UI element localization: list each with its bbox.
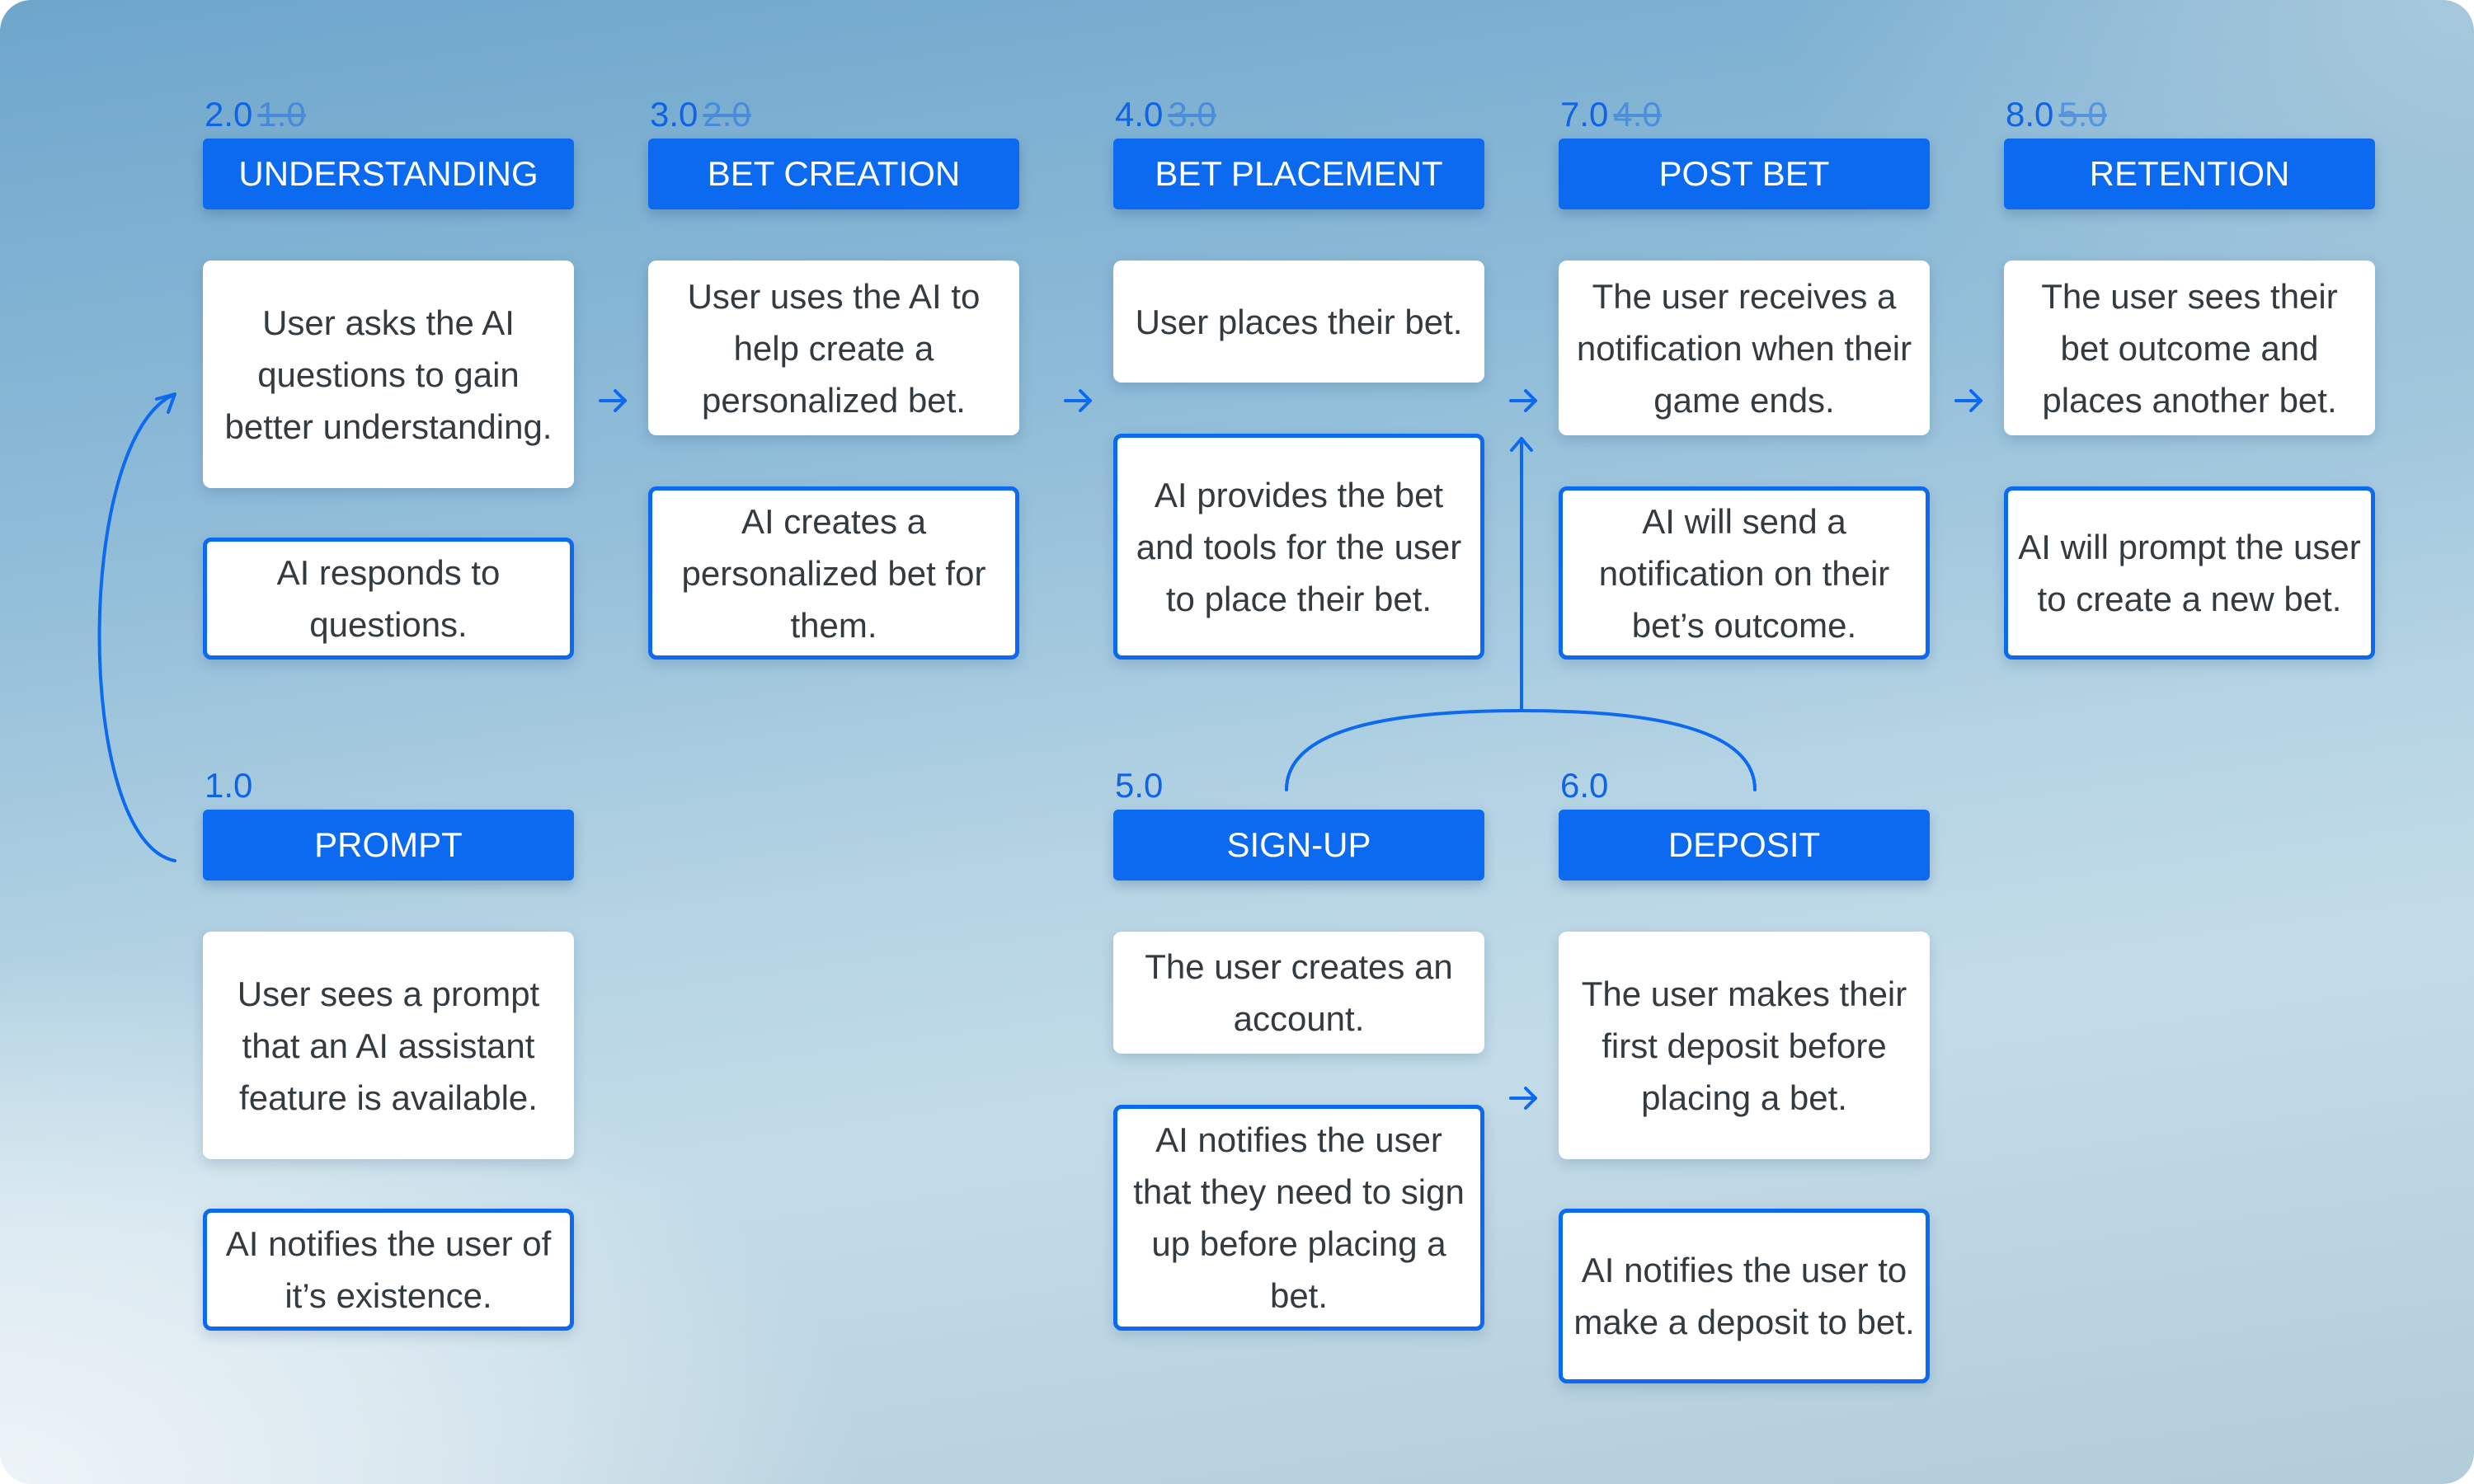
arrow-prompt-to-understanding — [97, 392, 176, 862]
arrow-bet-placement-to-post-bet — [1509, 389, 1537, 412]
stage-title: UNDERSTANDING — [203, 139, 574, 209]
version-current: 8.0 — [2006, 95, 2054, 134]
version-previous: 4.0 — [1613, 95, 1662, 134]
version-previous: 5.0 — [2058, 95, 2107, 134]
version-current: 3.0 — [650, 95, 698, 134]
stage-version: 6.0 — [1560, 767, 1608, 805]
stage-title: RETENTION — [2004, 139, 2375, 209]
ai-action-card: AI notifies the user that they need to s… — [1113, 1105, 1484, 1331]
stage-title: SIGN-UP — [1113, 810, 1484, 881]
version-current: 7.0 — [1560, 95, 1609, 134]
user-action-card: User sees a prompt that an AI assistant … — [203, 932, 574, 1159]
version-previous: 2.0 — [703, 95, 751, 134]
arrow-understanding-to-bet-creation — [599, 389, 627, 412]
ai-action-card: AI will prompt the user to create a new … — [2004, 486, 2375, 660]
version-previous: 3.0 — [1168, 95, 1216, 134]
user-action-card: The user makes their first deposit befor… — [1559, 932, 1930, 1159]
ai-action-card: AI notifies the user to make a deposit t… — [1559, 1209, 1930, 1383]
stage-title: PROMPT — [203, 810, 574, 881]
version-current: 1.0 — [205, 766, 253, 805]
stage-version: 1.0 — [205, 767, 252, 805]
arrow-sign-up-to-deposit — [1509, 1087, 1537, 1110]
user-action-card: User uses the AI to help create a person… — [648, 261, 1019, 435]
user-action-card: User places their bet. — [1113, 261, 1484, 383]
stage-title: BET PLACEMENT — [1113, 139, 1484, 209]
ai-action-card: AI responds to questions. — [203, 538, 574, 660]
arrow-post-bet-to-retention — [1954, 389, 1982, 412]
stage-title: POST BET — [1559, 139, 1930, 209]
user-action-card: User asks the AI questions to gain bette… — [203, 261, 574, 488]
stage-version: 5.0 — [1115, 767, 1163, 805]
ai-action-card: AI notifies the user of it’s existence. — [203, 1209, 574, 1331]
user-action-card: The user receives a notification when th… — [1559, 261, 1930, 435]
user-action-card: The user creates an account. — [1113, 932, 1484, 1054]
version-current: 2.0 — [205, 95, 253, 134]
ai-action-card: AI will send a notification on their bet… — [1559, 486, 1930, 660]
user-action-card: The user sees their bet outcome and plac… — [2004, 261, 2375, 435]
version-previous: 1.0 — [257, 95, 306, 134]
version-current: 4.0 — [1115, 95, 1164, 134]
stage-title: BET CREATION — [648, 139, 1019, 209]
version-current: 6.0 — [1560, 766, 1609, 805]
stage-title: DEPOSIT — [1559, 810, 1930, 881]
arrow-bet-creation-to-bet-placement — [1064, 389, 1092, 412]
version-current: 5.0 — [1115, 766, 1164, 805]
ai-action-card: AI creates a personalized bet for them. — [648, 486, 1019, 660]
ai-action-card: AI provides the bet and tools for the us… — [1113, 434, 1484, 660]
